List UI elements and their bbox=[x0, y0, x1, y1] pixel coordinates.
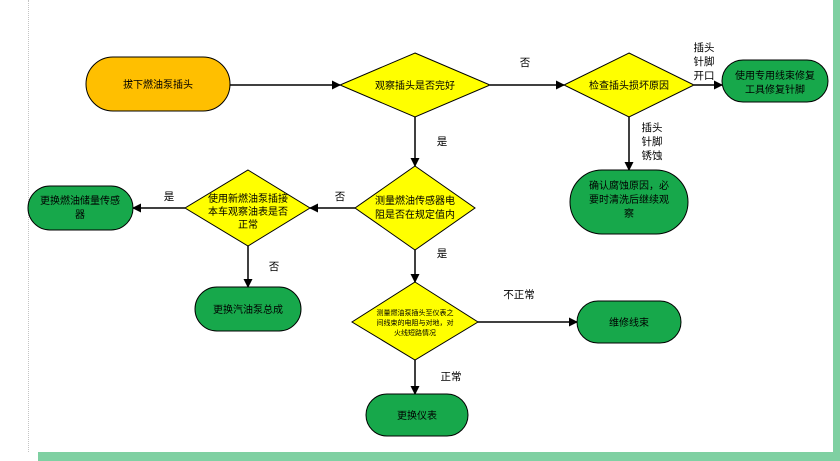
repair-pins-shape bbox=[721, 59, 829, 103]
replace-pump-label: 更换汽油泵总成 bbox=[213, 303, 283, 316]
confirm-corrosion-line-3: 察 bbox=[624, 207, 634, 220]
repair-wiring-label: 维修线束 bbox=[609, 316, 649, 329]
node-repair-wiring: 维修线束 bbox=[576, 300, 682, 344]
repair-pins-line-1: 使用专用线束修复 bbox=[735, 69, 815, 82]
node-check-damage: 检查插头损坏原因 bbox=[562, 52, 696, 118]
node-repair-pins: 使用专用线束修复 工具修复针脚 bbox=[721, 59, 829, 103]
use-new-plug-line-2: 本车观察油表是否 bbox=[208, 205, 288, 218]
check-plug-shape bbox=[338, 52, 492, 118]
replace-sender-line-2: 器 bbox=[75, 209, 85, 221]
edge-labels: 否 插头 针脚 开口 插头 针脚 锈蚀 是 否 是 否 是 不正常 正常 bbox=[164, 41, 715, 383]
page-right-band bbox=[833, 0, 840, 461]
edge-label-pins-corroded-2: 针脚 bbox=[642, 135, 663, 148]
use-new-plug-shape bbox=[184, 169, 311, 247]
measure-resistance-shape bbox=[354, 165, 476, 251]
edge-label-no-new-plug: 否 bbox=[269, 261, 280, 273]
measure-wiring-line-1: 测量燃油泵插头至仪表之 bbox=[377, 308, 454, 317]
node-use-new-plug: 使用新燃油泵插接 本车观察油表是否 正常 bbox=[184, 169, 311, 247]
use-new-plug-line-1: 使用新燃油泵插接 bbox=[208, 192, 288, 205]
edge-label-pins-corroded-1: 插头 bbox=[642, 121, 663, 134]
node-start: 拔下燃油泵插头 bbox=[85, 56, 231, 112]
connectors bbox=[132, 80, 723, 395]
replace-gauge-shape bbox=[365, 393, 469, 437]
confirm-corrosion-shape bbox=[569, 169, 689, 235]
check-plug-label: 观察插头是否完好 bbox=[375, 79, 455, 92]
edge-label-no-resistance: 否 bbox=[335, 191, 346, 203]
start-label: 拔下燃油泵插头 bbox=[123, 78, 193, 91]
measure-resistance-line-2: 阻是否在规定值内 bbox=[375, 208, 455, 221]
measure-wiring-line-2: 间线束的电阻与对地，对 bbox=[377, 318, 454, 327]
node-measure-resistance: 测量燃油传感器电 阻是否在规定值内 bbox=[354, 165, 476, 251]
node-measure-wiring: 测量燃油泵插头至仪表之 间线束的电阻与对地，对 火线短路情况 bbox=[351, 281, 479, 361]
repair-pins-line-2: 工具修复针脚 bbox=[745, 83, 805, 96]
replace-pump-shape bbox=[194, 286, 302, 332]
start-shape bbox=[85, 56, 231, 112]
replace-sender-shape bbox=[27, 185, 134, 231]
node-check-plug: 观察插头是否完好 bbox=[338, 52, 492, 118]
replace-gauge-label: 更换仪表 bbox=[397, 409, 437, 422]
check-damage-label: 检查插头损坏原因 bbox=[589, 79, 669, 92]
node-confirm-corrosion: 确认腐蚀原因，必 要时清洗后继续观 察 bbox=[569, 169, 689, 235]
page-left-edge bbox=[28, 0, 29, 452]
edge-label-pins-corroded-3: 锈蚀 bbox=[642, 149, 663, 162]
edge-label-pins-open-3: 开口 bbox=[694, 70, 715, 82]
replace-sender-line-1: 更换燃油储量传感 bbox=[40, 194, 120, 207]
edge-label-yes-plug: 是 bbox=[437, 136, 448, 148]
edge-label-abnormal: 不正常 bbox=[503, 288, 535, 301]
measure-wiring-shape bbox=[351, 281, 479, 361]
node-replace-pump: 更换汽油泵总成 bbox=[194, 286, 302, 332]
repair-wiring-shape bbox=[576, 300, 682, 344]
edge-label-pins-open-1: 插头 bbox=[694, 41, 715, 54]
page-bottom-band bbox=[38, 452, 840, 461]
measure-wiring-line-3: 火线短路情况 bbox=[394, 328, 436, 337]
node-replace-gauge: 更换仪表 bbox=[365, 393, 469, 437]
check-damage-shape bbox=[562, 52, 696, 118]
measure-resistance-line-1: 测量燃油传感器电 bbox=[375, 194, 455, 207]
edge-label-yes-resistance: 是 bbox=[437, 248, 448, 260]
edge-label-no-plug: 否 bbox=[520, 57, 531, 69]
use-new-plug-line-3: 正常 bbox=[238, 218, 258, 231]
edge-label-normal: 正常 bbox=[441, 370, 462, 383]
confirm-corrosion-line-1: 确认腐蚀原因，必 bbox=[589, 179, 669, 192]
edge-label-pins-open-2: 针脚 bbox=[694, 55, 715, 68]
edge-label-yes-new-plug: 是 bbox=[164, 191, 175, 203]
node-replace-sender: 更换燃油储量传感 器 bbox=[27, 185, 134, 231]
confirm-corrosion-line-2: 要时清洗后继续观 bbox=[589, 193, 669, 206]
